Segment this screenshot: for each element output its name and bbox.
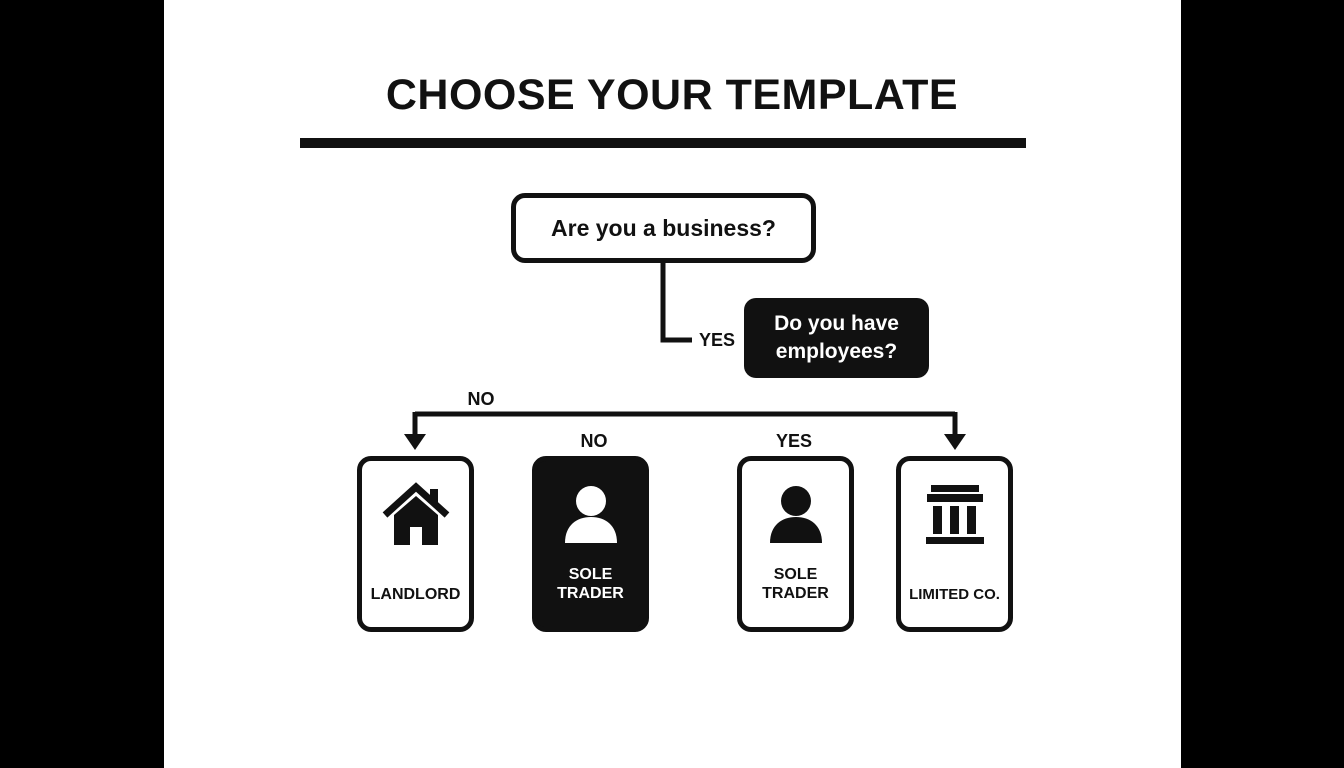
card-label-sole-trader-outline: SOLE TRADER	[762, 566, 829, 602]
question-business-text: Are you a business?	[551, 214, 776, 241]
page-title: CHOOSE YOUR TEMPLATE	[385, 71, 959, 119]
question-business[interactable]: Are you a business?	[511, 193, 816, 263]
template-card-limited-co[interactable]: LIMITED CO.	[896, 456, 1013, 632]
card-label-limited-co: LIMITED CO.	[909, 586, 1000, 603]
card-label-sole-trader-filled: SOLE TRADER	[557, 566, 624, 602]
question-employees[interactable]: Do you have employees?	[744, 298, 929, 378]
card-label-landlord: LANDLORD	[370, 586, 461, 603]
template-card-sole-trader-no-employees[interactable]: SOLE TRADER	[532, 456, 649, 632]
arrow-head-right	[944, 434, 966, 450]
template-card-landlord[interactable]: LANDLORD	[357, 456, 474, 632]
question-employees-text: Do you have employees?	[774, 312, 899, 363]
title-divider	[300, 138, 1026, 148]
label-yes-business: YES	[698, 330, 736, 350]
label-no-business: NO	[467, 389, 495, 409]
person-icon	[742, 481, 849, 551]
house-icon	[362, 481, 469, 551]
person-icon	[537, 481, 644, 551]
bank-building-icon	[901, 481, 1008, 551]
canvas	[164, 0, 1181, 768]
arrow-head-left	[404, 434, 426, 450]
label-yes-employees: YES	[775, 431, 813, 451]
connector-business-yes	[660, 263, 692, 343]
template-card-sole-trader-employees[interactable]: SOLE TRADER	[737, 456, 854, 632]
label-no-employees: NO	[580, 431, 608, 451]
